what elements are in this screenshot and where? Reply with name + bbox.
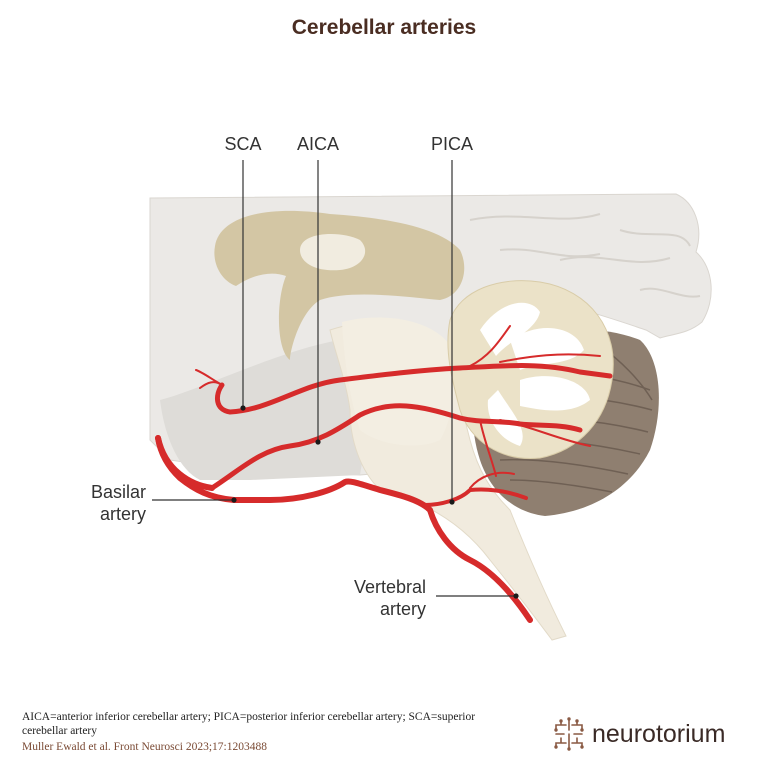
aica-path <box>209 403 583 491</box>
brand-logo: neurotorium <box>552 713 725 755</box>
aica-label: AICA <box>296 134 339 154</box>
pointer-lines <box>152 160 516 597</box>
sca-branch-3 <box>469 325 511 367</box>
arteries <box>155 325 613 623</box>
arbor-vitae <box>480 302 590 446</box>
thalamus <box>300 234 366 271</box>
aica-dot <box>315 439 321 445</box>
sca-branch-2 <box>199 381 223 389</box>
vertebral-dot <box>513 593 519 599</box>
pointer-dots <box>231 405 519 599</box>
aica-branch-1 <box>479 419 497 477</box>
vertebral-label-line2: artery <box>379 599 426 619</box>
basilar-label-line1: Basilar <box>90 482 146 502</box>
sca-dot <box>240 405 246 411</box>
lower-region <box>160 340 364 480</box>
pica-path <box>423 487 528 507</box>
abbreviation-footnote: AICA=anterior inferior cerebellar artery… <box>22 711 476 737</box>
sca-path <box>215 363 613 415</box>
neurotorium-logo-icon <box>554 717 584 751</box>
pica-label: PICA <box>430 134 473 154</box>
pica-branch-1 <box>469 471 515 489</box>
basilar-dot <box>231 497 237 503</box>
brand-name: neurotorium <box>592 719 726 748</box>
gyri-lines <box>469 213 701 298</box>
diagram-title: Cerebellar arteries <box>291 16 477 39</box>
basilar-artery-path <box>155 435 215 491</box>
basilar-label-line2: artery <box>99 504 146 524</box>
vertebral-label-line1: Vertebral <box>353 577 426 597</box>
vertebral-label: Vertebral artery <box>340 576 426 620</box>
sca-branch-4 <box>499 353 601 363</box>
pica-dot <box>449 499 455 505</box>
sca-label: SCA <box>224 134 262 154</box>
aica-branch-2 <box>499 419 591 447</box>
corpus-callosum <box>214 210 465 360</box>
basilar-label: Basilar artery <box>82 481 146 525</box>
pons <box>342 317 455 446</box>
vertebral-artery-path <box>155 435 533 623</box>
citation: Muller Ewald et al. Front Neurosci 2023;… <box>22 741 267 753</box>
